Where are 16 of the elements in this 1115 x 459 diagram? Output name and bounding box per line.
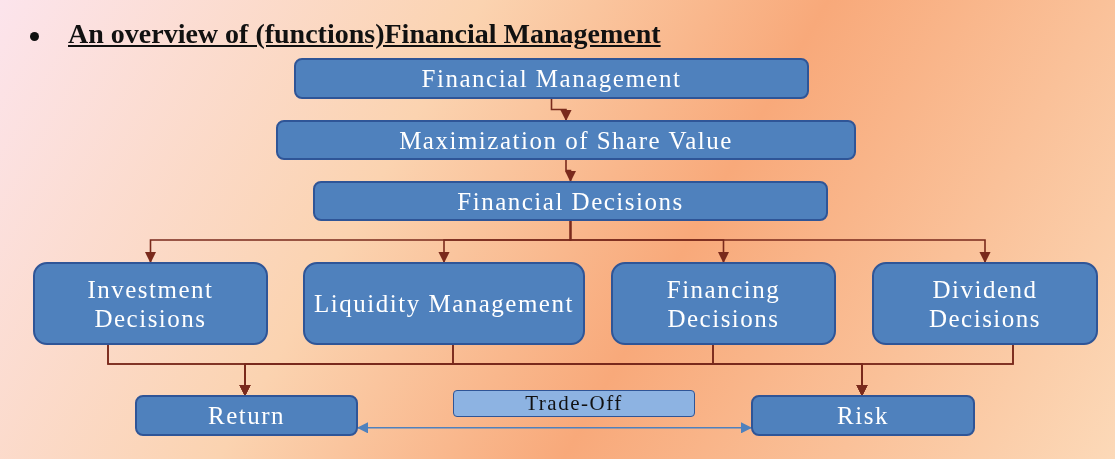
process-box: Liquidity Management — [303, 262, 585, 345]
process-box: Maximization of Share Value — [276, 120, 856, 160]
process-box: Return — [135, 395, 358, 436]
process-box: Financial Management — [294, 58, 809, 99]
arrow — [564, 159, 577, 183]
process-box: Investment Decisions — [33, 262, 268, 345]
title: An overview of (functions)Financial Management — [68, 18, 661, 50]
process-box: Risk — [751, 395, 975, 436]
process-box: Financial Decisions — [313, 181, 828, 221]
process-box: Financing Decisions — [611, 262, 836, 345]
arrow — [356, 422, 753, 434]
arrow — [550, 98, 572, 122]
arrow — [569, 220, 991, 264]
tag-box: Trade-Off — [453, 390, 695, 417]
arrow — [856, 344, 1014, 397]
process-box: Dividend Decisions — [872, 262, 1098, 345]
